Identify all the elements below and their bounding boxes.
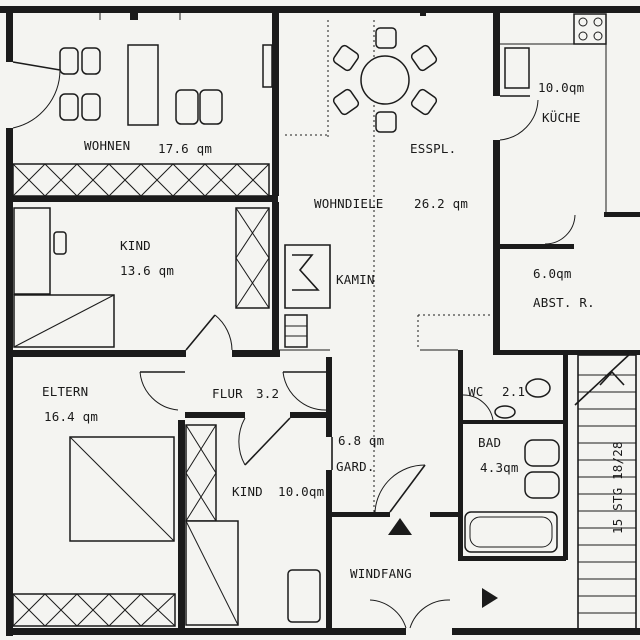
- label-wohndiele-area: 26.2 qm: [414, 196, 468, 211]
- walls: [0, 6, 640, 636]
- label-kind2-area: 10.0qm: [278, 484, 324, 499]
- label-kueche-area: 10.0qm: [538, 80, 584, 95]
- label-bad-name: BAD: [478, 435, 501, 450]
- label-gard-name: GARD.: [336, 459, 375, 474]
- label-flur-name: FLUR: [212, 386, 243, 401]
- label-windfang-name: WINDFANG: [350, 566, 412, 581]
- label-kind2-name: KIND: [232, 484, 263, 499]
- label-wc-area: 2.1: [502, 384, 525, 399]
- room-labels: WOHNEN 17.6 qm ESSPL. WOHNDIELE 26.2 qm …: [42, 80, 625, 581]
- label-flur-area: 3.2: [256, 386, 279, 401]
- structure-lines: [99, 6, 490, 520]
- label-kueche-name: KÜCHE: [542, 109, 581, 125]
- label-bad-area: 4.3qm: [480, 460, 519, 475]
- label-eltern-name: ELTERN: [42, 384, 88, 399]
- label-gard-area: 6.8 qm: [338, 433, 384, 448]
- furniture: [12, 13, 607, 627]
- stairs: [574, 351, 637, 631]
- label-kamin-name: KAMIN: [336, 272, 375, 287]
- label-esspl-name: ESSPL.: [410, 141, 456, 156]
- label-wohnen-area: 17.6 qm: [158, 141, 212, 156]
- label-abstr-area: 6.0qm: [533, 266, 572, 281]
- label-wohndiele-name: WOHNDIELE: [314, 196, 384, 211]
- label-stair-note: 15 STG 18/28: [610, 441, 625, 534]
- label-abstr-name: ABST. R.: [533, 295, 595, 310]
- label-eltern-area: 16.4 qm: [44, 409, 98, 424]
- doors: [12, 61, 576, 629]
- label-wohnen-name: WOHNEN: [84, 138, 130, 153]
- label-kind1-area: 13.6 qm: [120, 263, 174, 278]
- label-kind1-name: KIND: [120, 238, 151, 253]
- label-wc-name: WC: [468, 384, 483, 399]
